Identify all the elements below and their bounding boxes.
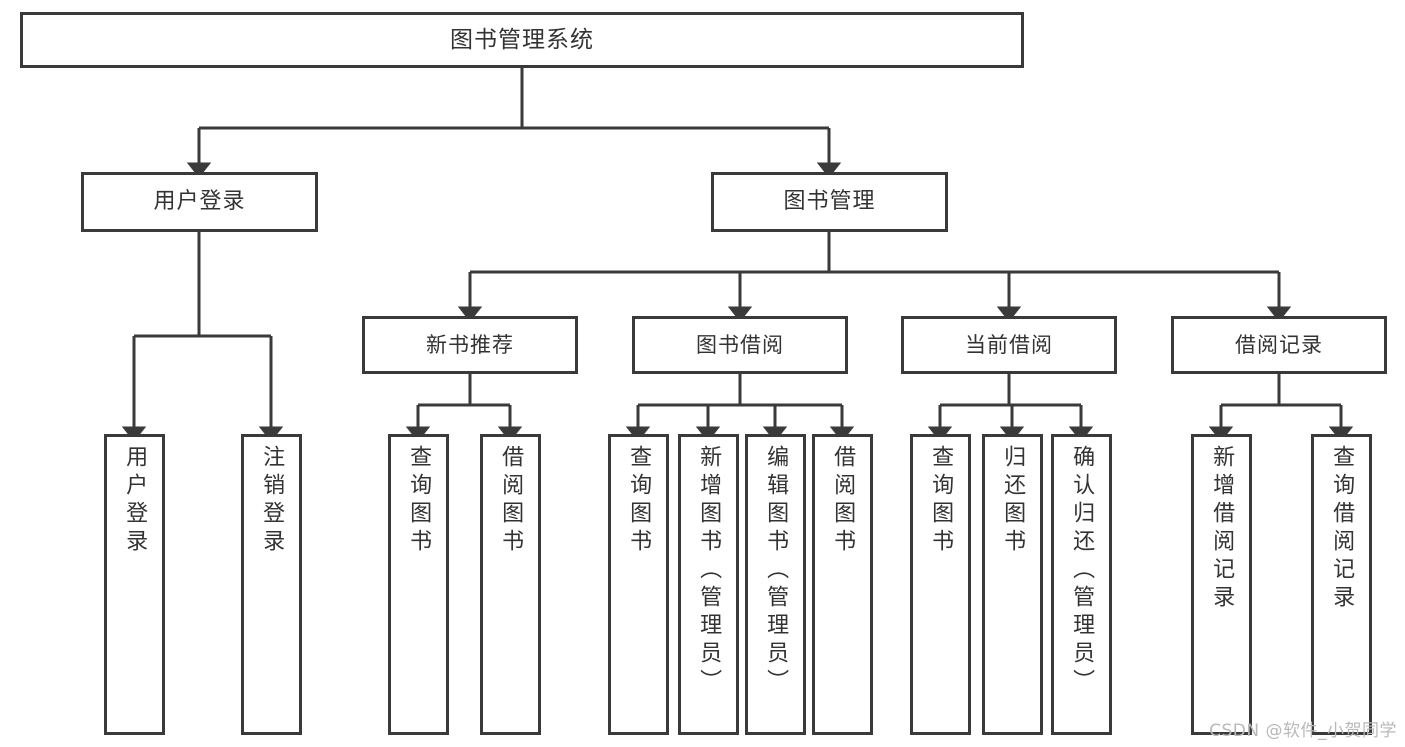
leaf-return-book-label: 归还图书 — [1000, 445, 1026, 557]
leaf-confirm-return-label: 确认归还（管理员） — [1069, 445, 1095, 697]
leaf-query-record[interactable]: 查询借阅记录 — [1311, 434, 1372, 735]
leaf-query-book-2-label: 查询图书 — [626, 445, 652, 557]
leaf-add-book[interactable]: 新增图书（管理员） — [678, 434, 739, 735]
leaf-logout[interactable]: 注销登录 — [241, 434, 302, 735]
node-book-borrow[interactable]: 图书借阅 — [632, 316, 848, 374]
leaf-borrow-book-2-label: 借阅图书 — [830, 445, 856, 557]
leaf-query-book-3[interactable]: 查询图书 — [910, 434, 971, 735]
leaf-confirm-return[interactable]: 确认归还（管理员） — [1051, 434, 1112, 735]
node-new-book-rec[interactable]: 新书推荐 — [362, 316, 578, 374]
leaf-edit-book-label: 编辑图书（管理员） — [763, 445, 789, 697]
node-user-login[interactable]: 用户登录 — [81, 172, 318, 232]
leaf-edit-book[interactable]: 编辑图书（管理员） — [745, 434, 806, 735]
leaf-logout-label: 注销登录 — [259, 445, 285, 557]
leaf-query-book-3-label: 查询图书 — [928, 445, 954, 557]
leaf-add-book-label: 新增图书（管理员） — [696, 445, 722, 697]
node-book-manage[interactable]: 图书管理 — [711, 172, 948, 232]
node-book-manage-label: 图书管理 — [783, 189, 876, 215]
leaf-user-login[interactable]: 用户登录 — [104, 434, 165, 735]
node-borrow-record-label: 借阅记录 — [1235, 332, 1323, 357]
leaf-return-book[interactable]: 归还图书 — [982, 434, 1043, 735]
leaf-borrow-book-1-label: 借阅图书 — [498, 445, 524, 557]
node-root-label: 图书管理系统 — [450, 26, 594, 53]
leaf-query-book-1[interactable]: 查询图书 — [388, 434, 449, 735]
node-new-book-rec-label: 新书推荐 — [426, 332, 514, 357]
node-current-borrow-label: 当前借阅 — [965, 332, 1053, 357]
node-borrow-record[interactable]: 借阅记录 — [1171, 316, 1387, 374]
edge-paths — [121, 68, 1354, 442]
node-root[interactable]: 图书管理系统 — [20, 12, 1024, 68]
node-book-borrow-label: 图书借阅 — [696, 332, 784, 357]
watermark-text: CSDN @软件_小贺同学 — [1209, 721, 1397, 741]
leaf-borrow-book-2[interactable]: 借阅图书 — [812, 434, 873, 735]
leaf-borrow-book-1[interactable]: 借阅图书 — [480, 434, 541, 735]
leaf-query-book-2[interactable]: 查询图书 — [608, 434, 669, 735]
leaf-query-record-label: 查询借阅记录 — [1329, 445, 1355, 613]
leaf-query-book-1-label: 查询图书 — [406, 445, 432, 557]
node-user-login-label: 用户登录 — [153, 189, 246, 215]
node-current-borrow[interactable]: 当前借阅 — [901, 316, 1117, 374]
leaf-user-login-label: 用户登录 — [122, 445, 148, 557]
leaf-add-record-label: 新增借阅记录 — [1209, 445, 1235, 613]
leaf-add-record[interactable]: 新增借阅记录 — [1191, 434, 1252, 735]
